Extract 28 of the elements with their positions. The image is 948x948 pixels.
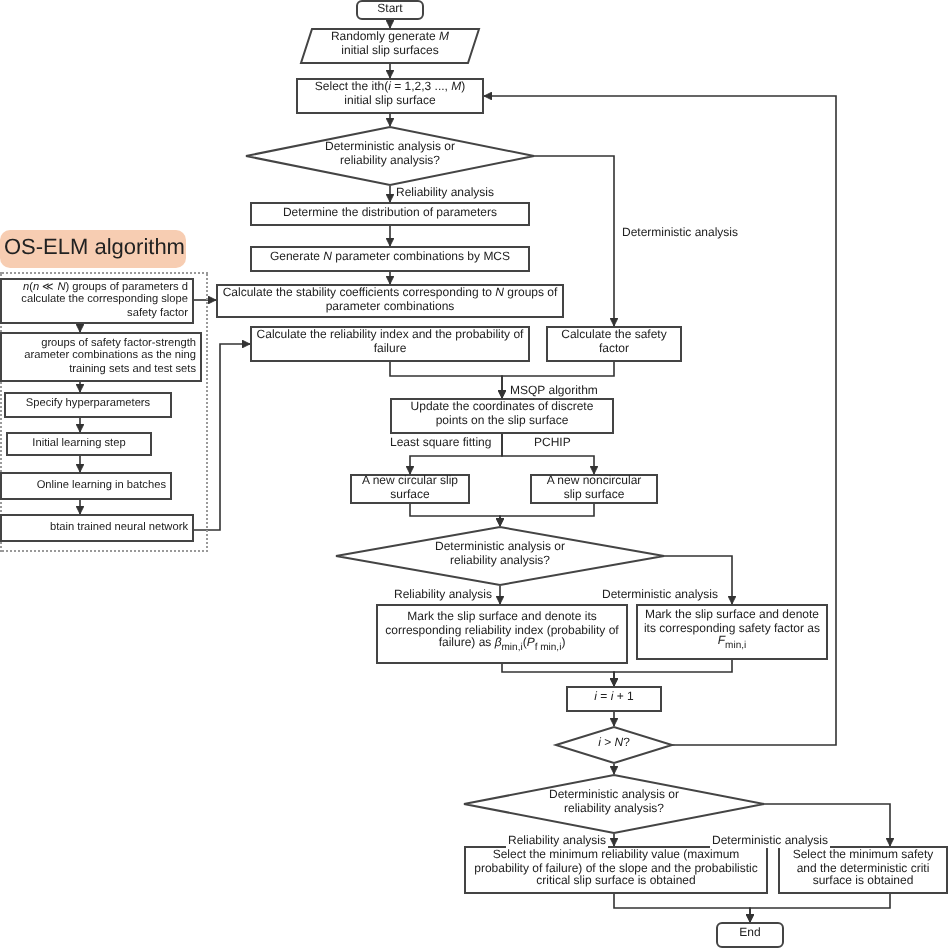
section-heading [0, 230, 186, 268]
process-box [0, 278, 194, 324]
terminal-box [716, 922, 784, 948]
process-box [250, 202, 530, 226]
process-box [530, 474, 658, 504]
process-box [216, 284, 564, 318]
process-box [778, 846, 948, 894]
decision-diamond [246, 126, 534, 186]
process-box [250, 326, 530, 362]
process-box [546, 326, 682, 362]
process-box [464, 846, 768, 894]
process-box [296, 78, 484, 114]
decision-diamond [464, 774, 764, 834]
decision-diamond [556, 726, 672, 764]
decision-diamond [336, 526, 664, 586]
process-box [4, 392, 172, 418]
process-box [566, 686, 662, 712]
heading-text: OS-ELM algorithm [4, 236, 185, 262]
process-box [6, 432, 152, 456]
process-box [0, 514, 194, 542]
dotted-panel [0, 272, 208, 552]
process-box [0, 332, 202, 382]
process-box [350, 474, 470, 504]
terminal-box [356, 0, 424, 20]
process-box [390, 398, 614, 434]
process-box [0, 472, 172, 500]
process-box [250, 246, 530, 272]
input-parallelogram [300, 28, 480, 64]
